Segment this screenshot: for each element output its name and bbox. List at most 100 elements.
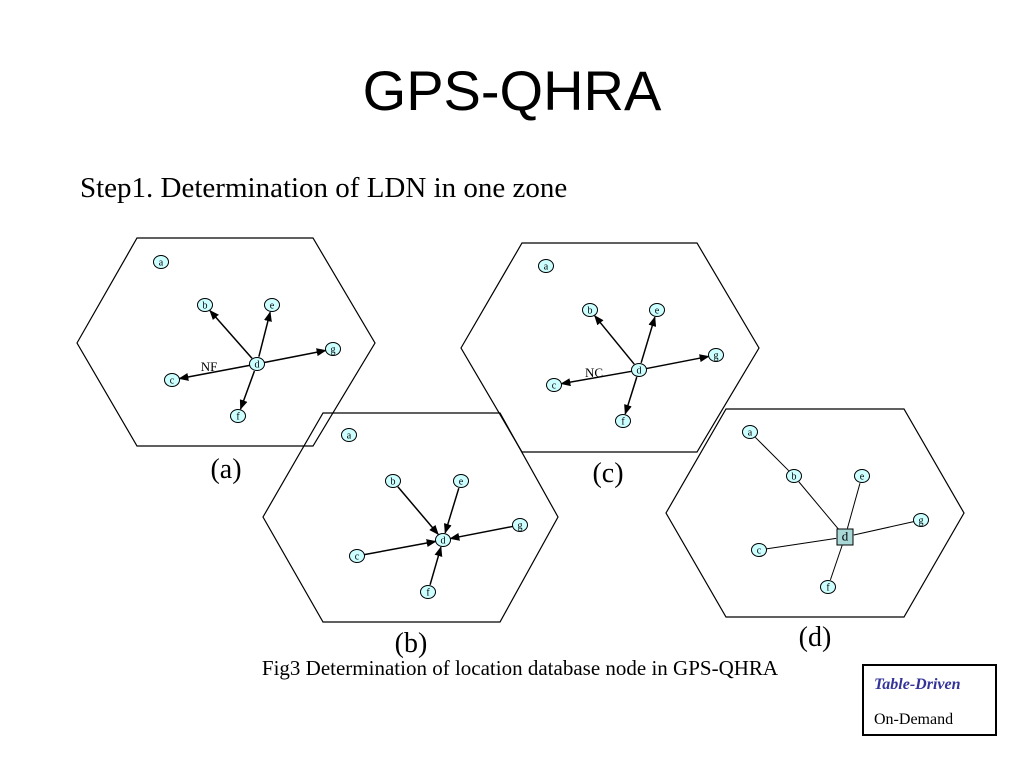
edge-g-d [853, 521, 914, 536]
edge-d-e [640, 316, 657, 364]
node-g: g [325, 342, 341, 356]
edge-e-d [846, 483, 861, 529]
node-circle [538, 259, 554, 273]
node-circle [615, 414, 631, 428]
node-label: g [518, 521, 523, 532]
panel-label: (a) [210, 454, 241, 485]
edge-d-e [258, 311, 272, 357]
node-circle [742, 425, 758, 439]
node-circle [631, 363, 647, 377]
node-circle [649, 303, 665, 317]
node-a: a [153, 255, 169, 269]
node-label: b [792, 472, 797, 483]
node-circle [153, 255, 169, 269]
node-c: c [349, 549, 365, 563]
node-circle [708, 348, 724, 362]
node-circle [453, 474, 469, 488]
node-label: d [637, 366, 642, 377]
node-circle [582, 303, 598, 317]
edge-d-g [646, 354, 710, 370]
edge-d-c [178, 364, 250, 381]
ldn-node-square [836, 528, 854, 546]
edge-d-b [594, 315, 635, 365]
edge-c-d [766, 537, 837, 550]
node-label: e [270, 301, 275, 312]
node-label: f [826, 583, 830, 594]
zone-hexagon [262, 412, 559, 623]
node-label: e [459, 477, 464, 488]
node-label: d [255, 360, 260, 371]
panel-label: (d) [799, 622, 832, 653]
node-f: f [820, 580, 836, 594]
node-f: f [615, 414, 631, 428]
node-d: d [435, 533, 451, 547]
node-label: c [355, 552, 360, 563]
zone-hexagon [76, 237, 376, 447]
node-circle [385, 474, 401, 488]
edge-d-f [239, 370, 256, 410]
node-label: g [714, 351, 719, 362]
node-b: b [582, 303, 598, 317]
edge-d-b [209, 309, 253, 359]
node-f: f [420, 585, 436, 599]
node-d: d [631, 363, 647, 377]
legend-table-driven: Table-Driven [874, 676, 961, 693]
node-circle [197, 298, 213, 312]
zone-hexagon [665, 408, 965, 618]
node-label: a [159, 258, 164, 269]
node-g: g [708, 348, 724, 362]
edge-a-b [754, 436, 790, 472]
node-label: g [331, 345, 336, 356]
node-a: a [538, 259, 554, 273]
node-label: f [236, 412, 240, 423]
node-c: c [164, 373, 180, 387]
node-circle [913, 513, 929, 527]
node-label: c [552, 381, 557, 392]
node-circle [546, 378, 562, 392]
node-circle [751, 543, 767, 557]
edge-f-d [829, 545, 843, 581]
edge-d-g [264, 348, 327, 364]
node-c: c [546, 378, 562, 392]
node-circle [264, 298, 280, 312]
edge-d-c [560, 370, 632, 387]
node-circle [786, 469, 802, 483]
edge-b-d [798, 481, 840, 531]
node-circle [349, 549, 365, 563]
node-e: e [453, 474, 469, 488]
node-g: g [913, 513, 929, 527]
node-label: c [170, 376, 175, 387]
node-label: b [391, 477, 396, 488]
node-g: g [512, 518, 528, 532]
node-circle [435, 533, 451, 547]
node-c: c [751, 543, 767, 557]
node-circle [512, 518, 528, 532]
node-label: b [588, 306, 593, 317]
node-circle [325, 342, 341, 356]
legend-box: Table-Driven On-Demand [862, 664, 997, 736]
node-circle [164, 373, 180, 387]
edge-f-d [429, 546, 443, 586]
edge-d-f [624, 376, 638, 415]
node-label: a [748, 428, 753, 439]
figure-caption: Fig3 Determination of location database … [261, 656, 779, 680]
panel-label: (b) [395, 628, 428, 659]
node-label: a [347, 431, 352, 442]
node-e: e [649, 303, 665, 317]
node-label: d [842, 529, 849, 544]
slide-subtitle: Step1. Determination of LDN in one zone [80, 172, 568, 204]
node-circle [420, 585, 436, 599]
node-f: f [230, 409, 246, 423]
legend-on-demand: On-Demand [874, 711, 954, 728]
node-a: a [742, 425, 758, 439]
edge-b-d [397, 486, 439, 536]
node-e: e [264, 298, 280, 312]
panel-label: (c) [592, 458, 623, 489]
node-circle [341, 428, 357, 442]
node-label: f [621, 417, 625, 428]
zone-hexagon [460, 242, 760, 453]
node-b: b [197, 298, 213, 312]
